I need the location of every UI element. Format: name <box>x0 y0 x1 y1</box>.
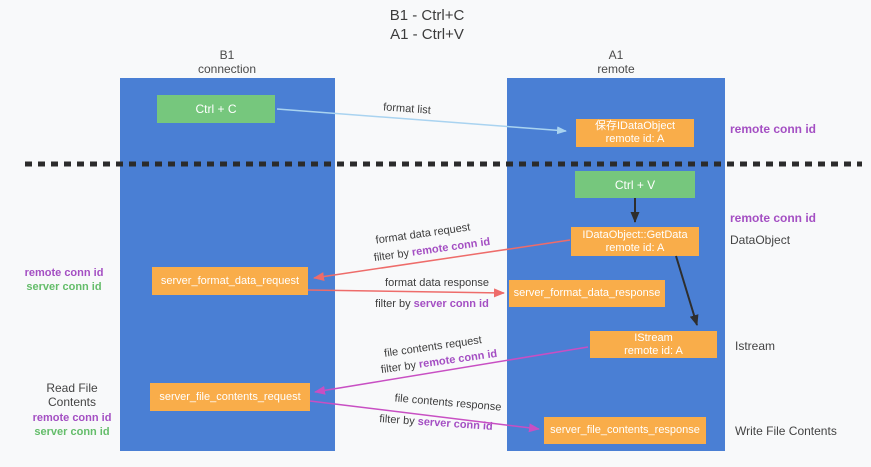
filter-by-text: filter by <box>375 298 411 310</box>
format-list-label: format list <box>382 101 432 117</box>
save-idataobject-line1: 保存IDataObject <box>594 120 676 132</box>
save-idataobject-node: 保存IDataObject remote id: A <box>576 119 694 147</box>
server-file-contents-response-label: server_file_contents_response <box>550 424 700 436</box>
server-conn-id-text: server conn id <box>417 415 494 433</box>
server-conn-id-text: server conn id <box>413 298 489 310</box>
ctrl-c-label: Ctrl + C <box>195 102 237 116</box>
lifeline-a1-subtitle: remote <box>597 62 635 76</box>
server-file-contents-request-label: server_file_contents_request <box>159 390 301 403</box>
server-conn-id-annotation: server conn id <box>26 281 102 293</box>
lifeline-header-b1: B1 connection <box>157 48 297 76</box>
idataobject-getdata-line1: IDataObject::GetData <box>582 228 688 241</box>
server-conn-id-annotation: server conn id <box>34 426 110 438</box>
idataobject-getdata-line2: remote id: A <box>605 241 665 254</box>
conn-id-annotation-block-1: remote conn id server conn id <box>24 266 104 294</box>
lifeline-a1-name: A1 <box>608 48 624 62</box>
ctrl-c-node: Ctrl + C <box>157 95 275 123</box>
format-data-response-label: format data response <box>385 277 489 289</box>
write-file-contents-annotation: Write File Contents <box>735 424 837 438</box>
remote-conn-id-annotation: remote conn id <box>24 267 104 279</box>
ctrl-v-label: Ctrl + V <box>614 177 656 192</box>
arrow-format-data-response <box>307 288 505 298</box>
istream-annotation: Istream <box>735 339 776 353</box>
diagram-title: B1 - Ctrl+C A1 - Ctrl+V <box>0 6 854 44</box>
remote-conn-id-annotation-top: remote conn id <box>730 122 817 136</box>
server-format-data-response-node: server_format_data_response <box>509 280 665 307</box>
read-file-contents-annotation: Read File Contents <box>46 381 98 409</box>
server-format-data-request-label: server_format_data_request <box>160 274 300 287</box>
lifeline-b1-subtitle: connection <box>197 62 257 76</box>
save-idataobject-line2: remote id: A <box>605 133 665 145</box>
remote-conn-id-annotation: remote conn id <box>32 412 112 424</box>
server-format-data-request-node: server_format_data_request <box>152 267 308 295</box>
filter-by-text: filter by <box>378 413 416 428</box>
dataobject-annotation: DataObject <box>730 233 791 247</box>
ctrl-v-node: Ctrl + V <box>575 171 695 198</box>
filter-by-text: filter by <box>373 247 410 265</box>
remote-conn-id-annotation-mid: remote conn id <box>730 211 817 225</box>
file-contents-response-label: file contents response <box>394 392 502 414</box>
title-line-1: B1 - Ctrl+C <box>389 7 465 24</box>
conn-id-annotation-block-2: Read File Contents remote conn id server… <box>24 381 120 439</box>
idataobject-getdata-node: IDataObject::GetData remote id: A <box>571 227 699 256</box>
lifeline-b1-name: B1 <box>219 48 235 62</box>
istream-node: IStream remote id: A <box>590 331 717 358</box>
server-file-contents-response-node: server_file_contents_response <box>544 417 706 444</box>
server-format-data-response-label: server_format_data_response <box>513 287 661 299</box>
istream-line2: remote id: A <box>624 344 683 357</box>
server-file-contents-request-node: server_file_contents_request <box>150 383 310 411</box>
title-line-2: A1 - Ctrl+V <box>390 26 464 43</box>
lifeline-header-a1: A1 remote <box>546 48 686 76</box>
istream-line1: IStream <box>634 331 673 344</box>
filter-by-text: filter by <box>380 359 417 377</box>
